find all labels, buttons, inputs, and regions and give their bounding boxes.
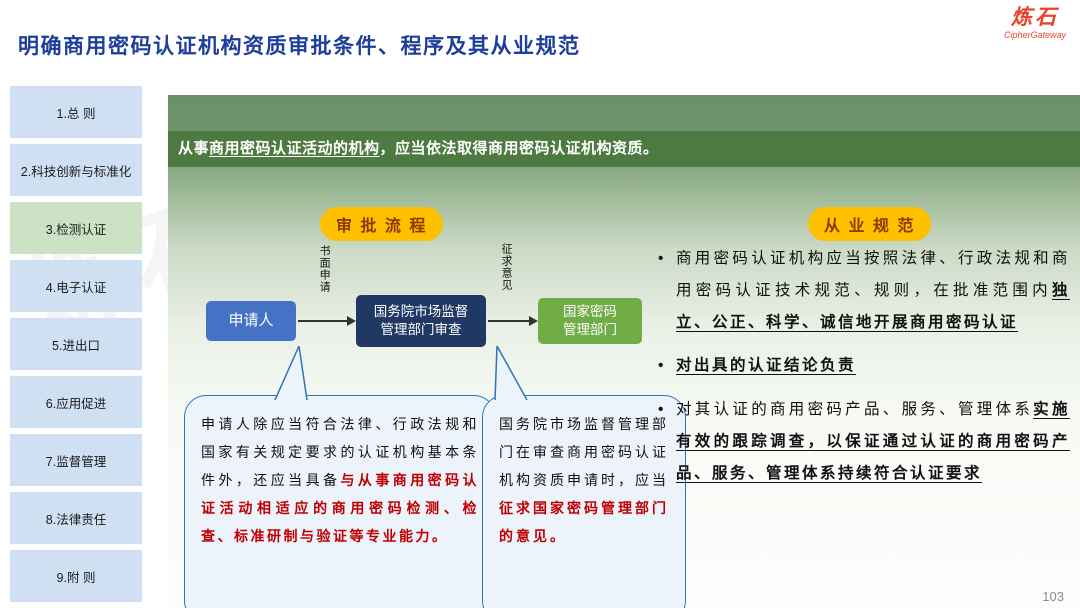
sidebar-item-general[interactable]: 1.总 则 (10, 86, 142, 138)
rule-item-responsible-for-conclusions: 对出具的认证结论负责 (656, 350, 1070, 382)
flow-node-authority-label-line2: 管理部门 (563, 322, 617, 337)
sidebar-item-application-promotion[interactable]: 6.应用促进 (10, 376, 142, 428)
callout-left-highlight: 与从事商用密码认证活动相适应的商用密码检测、检查、标准研制与验证等专业能力。 (201, 472, 480, 544)
intro-banner-text: 从事 (178, 140, 210, 157)
rule-emphasis: 对出具的认证结论负责 (676, 357, 857, 375)
flow-node-applicant: 申请人 (206, 301, 296, 341)
rule-item-independent-certification: 商用密码认证机构应当按照法律、行政法规和商用密码认证技术规范、规则，在批准范围内… (656, 243, 1070, 338)
intro-banner: 从事商用密码认证活动的机构，应当依法取得商用密码认证机构资质。 (168, 131, 1080, 167)
flow-arrow-right-icon (298, 315, 356, 326)
flow-node-authority-label-line1: 国家密码 (563, 303, 617, 319)
rule-text: 对其认证的商用密码产品、服务、管理体系 (676, 401, 1034, 419)
sidebar-item-import-export[interactable]: 5.进出口 (10, 318, 142, 370)
intro-banner-text-tail: ，应当依法取得商用密码认证机构资质。 (379, 140, 659, 157)
sidebar-item-testing-certification[interactable]: 3.检测认证 (10, 202, 142, 254)
page-number: 103 (1042, 589, 1064, 604)
rule-emphasis: 独立、公正、科学、诚信地开展商用密码认证 (676, 281, 1070, 331)
sidebar-item-electronic-certification[interactable]: 4.电子认证 (10, 260, 142, 312)
rule-emphasis: 实施有效的跟踪调查，以保证通过认证的商用密码产品、服务、管理体系持续符合认证要求 (676, 401, 1070, 482)
sidebar-item-legal-liability[interactable]: 8.法律责任 (10, 492, 142, 544)
arrow-label-seek-opinion: 征求意见 (500, 243, 513, 291)
callout-left-text: 申请人除应当符合法律、行政法规和国家有关规定要求的认证机构基本条件外，还应当具备 (201, 416, 479, 488)
sidebar-item-supervision[interactable]: 7.监督管理 (10, 434, 142, 486)
flow-node-review-label-line1: 国务院市场监督 (373, 303, 469, 319)
brand-logo: 炼石 CipherGateway (1004, 6, 1066, 40)
callout-right-highlight: 征求国家密码管理部门的意见。 (499, 500, 669, 544)
flow-node-applicant-label: 申请人 (228, 311, 274, 329)
flow-node-review-label-line2: 管理部门审查 (380, 322, 462, 337)
chapter-nav: 1.总 则 2.科技创新与标准化 3.检测认证 4.电子认证 5.进出口 6.应… (10, 86, 142, 602)
rule-item-tracking-investigation: 对其认证的商用密码产品、服务、管理体系实施有效的跟踪调查，以保证通过认证的商用密… (656, 394, 1070, 489)
flow-node-market-regulation-review: 国务院市场监督 管理部门审查 (356, 295, 486, 347)
sidebar-item-appendix[interactable]: 9.附 则 (10, 550, 142, 602)
rule-text: 商用密码认证机构应当按照法律、行政法规和商用密码认证技术规范、规则，在批准范围内 (676, 250, 1070, 299)
callout-review-opinion: 国务院市场监督管理部门在审查商用密码认证机构资质申请时，应当征求国家密码管理部门… (482, 346, 686, 608)
approval-process-badge: 审 批 流 程 (320, 207, 444, 241)
flow-arrow-right-icon (488, 315, 538, 326)
callout-right-text: 国务院市场监督管理部门在审查商用密码认证机构资质申请时，应当 (499, 416, 669, 488)
practice-rules-list: 商用密码认证机构应当按照法律、行政法规和商用密码认证技术规范、规则，在批准范围内… (656, 243, 1070, 501)
callout-tail (274, 346, 308, 400)
brand-logo-subtitle: CipherGateway (1003, 30, 1066, 41)
flow-node-state-cryptography-authority: 国家密码 管理部门 (538, 298, 642, 344)
page-title: 明确商用密码认证机构资质审批条件、程序及其从业规范 (18, 35, 581, 59)
intro-banner-underlined-text: 商用密码认证活动的机构 (209, 140, 380, 157)
callout-tail (494, 346, 528, 400)
arrow-label-written-application: 书面申请 (318, 245, 331, 293)
callout-applicant-requirements: 申请人除应当符合法律、行政法规和国家有关规定要求的认证机构基本条件外，还应当具备… (184, 346, 496, 608)
practice-rules-badge: 从 业 规 范 (808, 207, 932, 241)
content-panel: 从事商用密码认证活动的机构，应当依法取得商用密码认证机构资质。 审 批 流 程 … (168, 95, 1080, 608)
brand-logo-name: 炼石 (1010, 6, 1059, 29)
sidebar-item-tech-innovation[interactable]: 2.科技创新与标准化 (10, 144, 142, 196)
